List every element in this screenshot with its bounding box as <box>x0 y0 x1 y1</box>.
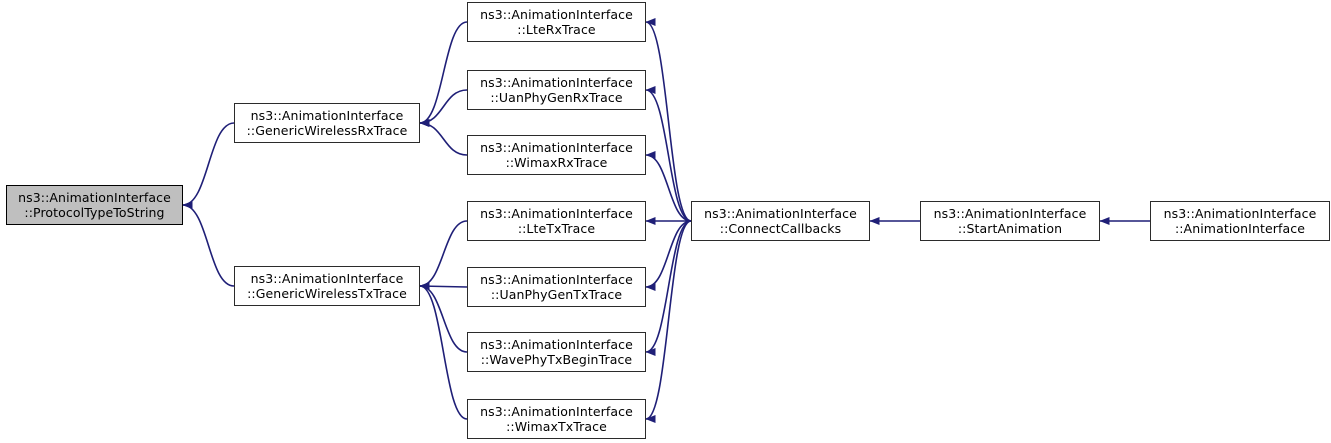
node-label-line2: ::GenericWirelessTxTrace <box>247 286 407 301</box>
node-label-line2: ::WimaxTxTrace <box>506 419 607 434</box>
node-label-line1: ns3::AnimationInterface <box>250 271 404 286</box>
edge-wimax-tx-trace-to-generic-wireless-tx-trace <box>419 282 468 420</box>
edge-uan-phy-gen-rx-trace-to-generic-wireless-rx-trace <box>419 89 468 127</box>
node-uan-phy-gen-tx-trace[interactable]: ns3::AnimationInterface ::UanPhyGenTxTra… <box>467 267 646 307</box>
edge-connect-callbacks-to-wimax-tx-trace <box>645 220 692 423</box>
node-lte-tx-trace[interactable]: ns3::AnimationInterface ::LteTxTrace <box>467 201 646 241</box>
node-label-line2: ::ProtocolTypeToString <box>24 205 165 220</box>
node-label-line2: ::StartAnimation <box>957 221 1063 236</box>
node-label-line1: ns3::AnimationInterface <box>704 206 857 221</box>
node-protocol-type-to-string[interactable]: ns3::AnimationInterface ::ProtocolTypeTo… <box>6 185 183 225</box>
node-uan-phy-gen-rx-trace[interactable]: ns3::AnimationInterface ::UanPhyGenRxTra… <box>467 70 646 110</box>
node-label-line1: ns3::AnimationInterface <box>480 140 633 155</box>
node-start-animation[interactable]: ns3::AnimationInterface ::StartAnimation <box>920 201 1100 241</box>
node-label-line1: ns3::AnimationInterface <box>1163 206 1317 221</box>
node-label-line2: ::ConnectCallbacks <box>719 221 842 236</box>
node-label-line1: ns3::AnimationInterface <box>480 337 633 352</box>
edge-wimax-rx-trace-to-generic-wireless-rx-trace <box>419 119 468 156</box>
node-label-line2: ::LteRxTrace <box>517 22 596 37</box>
node-label-line1: ns3::AnimationInterface <box>480 404 633 419</box>
edge-generic-wireless-tx-trace-to-protocol-type-to-string <box>182 201 235 287</box>
node-label-line2: ::UanPhyGenTxTrace <box>490 287 623 302</box>
edge-uan-phy-gen-tx-trace-to-generic-wireless-tx-trace <box>419 282 468 291</box>
edge-connect-callbacks-to-lte-rx-trace <box>645 18 692 222</box>
node-label-line1: ns3::AnimationInterface <box>933 206 1087 221</box>
node-wimax-rx-trace[interactable]: ns3::AnimationInterface ::WimaxRxTrace <box>467 135 646 175</box>
node-label-line1: ns3::AnimationInterface <box>250 108 404 123</box>
edge-connect-callbacks-to-wimax-rx-trace <box>645 151 692 222</box>
edge-lte-tx-trace-to-generic-wireless-tx-trace <box>419 220 468 290</box>
node-label-line1: ns3::AnimationInterface <box>18 190 171 205</box>
node-label-line2: ::UanPhyGenRxTrace <box>490 90 623 105</box>
node-label-line2: ::GenericWirelessRxTrace <box>246 123 408 138</box>
edge-wave-phy-tx-begin-trace-to-generic-wireless-tx-trace <box>419 282 468 353</box>
node-generic-wireless-tx-trace[interactable]: ns3::AnimationInterface ::GenericWireles… <box>234 266 420 306</box>
node-connect-callbacks[interactable]: ns3::AnimationInterface ::ConnectCallbac… <box>691 201 870 241</box>
node-label-line1: ns3::AnimationInterface <box>480 75 633 90</box>
node-label-line1: ns3::AnimationInterface <box>480 272 633 287</box>
node-wimax-tx-trace[interactable]: ns3::AnimationInterface ::WimaxTxTrace <box>467 399 646 439</box>
node-wave-phy-tx-begin-trace[interactable]: ns3::AnimationInterface ::WavePhyTxBegin… <box>467 332 646 372</box>
node-animation-interface[interactable]: ns3::AnimationInterface ::AnimationInter… <box>1150 201 1330 241</box>
node-label-line2: ::WimaxRxTrace <box>505 155 608 170</box>
edge-connect-callbacks-to-uan-phy-gen-rx-trace <box>645 86 692 222</box>
node-generic-wireless-rx-trace[interactable]: ns3::AnimationInterface ::GenericWireles… <box>234 103 420 143</box>
node-label-line2: ::LteTxTrace <box>517 221 596 236</box>
edge-connect-callbacks-to-wave-phy-tx-begin-trace <box>645 220 692 356</box>
node-label-line2: ::WavePhyTxBeginTrace <box>480 352 633 367</box>
node-label-line1: ns3::AnimationInterface <box>480 7 633 22</box>
edge-generic-wireless-rx-trace-to-protocol-type-to-string <box>182 122 235 209</box>
node-label-line2: ::AnimationInterface <box>1174 221 1306 236</box>
edge-connect-callbacks-to-uan-phy-gen-tx-trace <box>645 220 692 291</box>
node-lte-rx-trace[interactable]: ns3::AnimationInterface ::LteRxTrace <box>467 2 646 42</box>
node-label-line1: ns3::AnimationInterface <box>480 206 633 221</box>
edge-lte-rx-trace-to-generic-wireless-rx-trace <box>419 21 468 127</box>
